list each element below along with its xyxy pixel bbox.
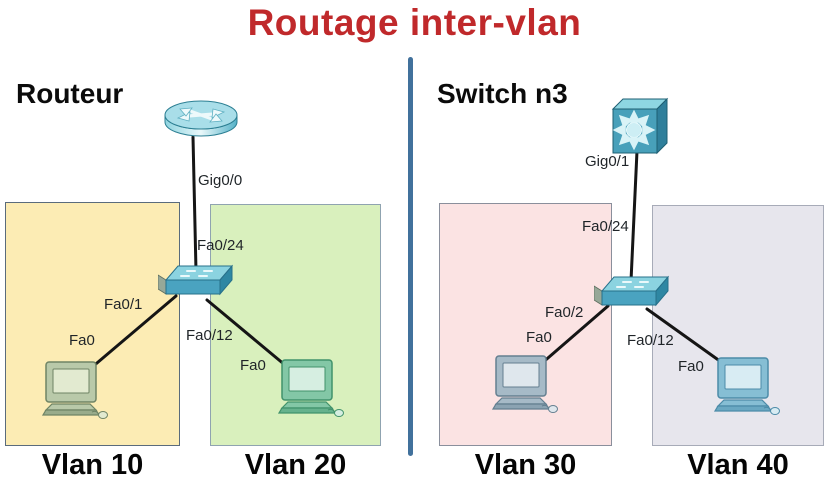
port-label-gig0-1: Gig0/1: [585, 153, 630, 170]
router-icon: [159, 94, 243, 142]
vlan10-caption: Vlan 10: [41, 449, 144, 481]
port-label-fa0-12-left: Fa0/12: [186, 327, 233, 344]
port-label-fa0-12-right: Fa0/12: [627, 332, 674, 349]
page-title: Routage inter-vlan: [247, 2, 582, 43]
vlan30-caption: Vlan 30: [474, 449, 577, 481]
pc-vlan30-icon: [486, 354, 564, 416]
left-section-heading: Routeur: [16, 78, 124, 109]
port-label-fa0-vlan20: Fa0: [240, 357, 266, 374]
pc-vlan20-icon: [272, 358, 350, 420]
cable-l3switch-switch: [629, 149, 639, 283]
pc-vlan10-icon: [36, 360, 114, 422]
port-label-fa0-vlan10: Fa0: [69, 332, 95, 349]
pc-vlan40-icon: [708, 356, 786, 418]
port-label-fa0-vlan40: Fa0: [678, 358, 704, 375]
port-label-fa0-24-right: Fa0/24: [582, 218, 629, 235]
right-switch-icon: [593, 274, 670, 312]
port-label-fa0-1: Fa0/1: [104, 296, 143, 313]
port-label-gig0-0: Gig0/0: [198, 172, 243, 189]
section-divider: [408, 57, 413, 456]
left-switch-icon: [157, 263, 234, 301]
port-label-fa0-24-left: Fa0/24: [197, 237, 244, 254]
port-label-fa0-vlan30: Fa0: [526, 329, 552, 346]
cable-router-switch: [191, 135, 198, 273]
vlan40-caption: Vlan 40: [687, 449, 789, 481]
port-label-fa0-2: Fa0/2: [545, 304, 584, 321]
right-section-heading: Switch n3: [437, 78, 568, 109]
vlan20-caption: Vlan 20: [244, 449, 347, 481]
multilayer-switch-icon: [605, 97, 669, 155]
